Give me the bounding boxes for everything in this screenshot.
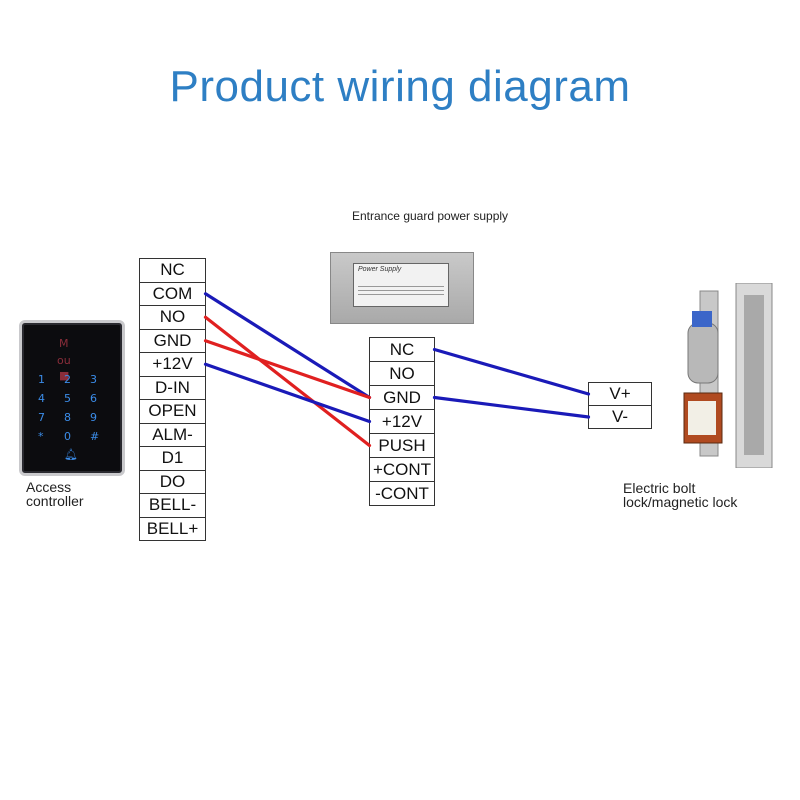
- power-supply-terminal-no: NO: [369, 361, 435, 386]
- access-controller-keypad: M ou ■ 1 2 3 4 5 6 7 8 9 * 0 # 🔔︎: [19, 320, 125, 476]
- controller-label-line1: Access: [26, 479, 72, 495]
- keypad-key: 4: [38, 392, 45, 405]
- power-supply-face-text: Power Supply: [358, 266, 402, 273]
- keypad-key: 8: [64, 411, 71, 424]
- controller-label: Access controller: [26, 480, 84, 508]
- controller-terminal-nc: NC: [139, 258, 206, 283]
- controller-terminal-d1: D1: [139, 446, 206, 471]
- keypad-mark: ou: [57, 354, 71, 367]
- controller-terminal-com: COM: [139, 281, 206, 306]
- power-supply-terminal-push: PUSH: [369, 433, 435, 458]
- keypad-key: 6: [90, 392, 97, 405]
- controller-terminal-open: OPEN: [139, 399, 206, 424]
- keypad-key: 2: [64, 373, 71, 386]
- power-supply-terminal-nc: NC: [369, 337, 435, 362]
- keypad-mark: M: [59, 337, 69, 350]
- power-supply-unit: Power Supply: [330, 252, 474, 324]
- controller-terminal-gnd: GND: [139, 328, 206, 353]
- keypad-key: 0: [64, 430, 71, 443]
- lock-terminal-vplus: V+: [588, 382, 652, 406]
- page-title: Product wiring diagram: [169, 62, 631, 111]
- lock-label: Electric bolt lock/magnetic lock: [623, 481, 737, 509]
- power-supply-face: Power Supply: [353, 263, 449, 307]
- wire-power-supply-gnd-to-lock-v: [432, 395, 591, 419]
- power-supply-label: Entrance guard power supply: [351, 209, 509, 223]
- keypad-key: 9: [90, 411, 97, 424]
- wire-controller-gnd-to-power-supply-gnd: [203, 339, 372, 400]
- wire-controller-plus-12v-to-power-supply-plus-12v: [203, 362, 372, 424]
- keypad-key: 3: [90, 373, 97, 386]
- keypad-key: *: [38, 430, 44, 443]
- wire-power-supply-nc-to-lock-vplus: [432, 347, 591, 396]
- controller-terminal-bell: BELL-: [139, 493, 206, 518]
- power-supply-terminal-gnd: GND: [369, 385, 435, 410]
- controller-label-line2: controller: [26, 493, 84, 509]
- lock-label-line2: lock/magnetic lock: [623, 494, 738, 510]
- controller-terminal-plus-12v: +12V: [139, 352, 206, 377]
- power-supply-terminal--cont: -CONT: [369, 481, 435, 506]
- lock-terminal-block: V+V-: [588, 382, 652, 429]
- keypad-key: #: [90, 430, 100, 443]
- keypad-mark: ■: [59, 369, 70, 382]
- wire-controller-no-to-power-supply-push: [203, 315, 372, 448]
- lock-label-line1: Electric bolt: [623, 480, 696, 496]
- keypad-key: 7: [38, 411, 45, 424]
- controller-terminal-no: NO: [139, 305, 206, 330]
- controller-terminal-alm: ALM-: [139, 422, 206, 447]
- wire-controller-com-to-power-supply-gnd: [203, 292, 372, 400]
- keypad-key: 1: [38, 373, 45, 386]
- power-supply-terminal-plus-cont: +CONT: [369, 457, 435, 482]
- controller-terminal-do: DO: [139, 469, 206, 494]
- bell-icon: 🔔︎: [64, 448, 78, 461]
- magnetic-lock-image: [683, 283, 773, 468]
- controller-terminal-d-in: D-IN: [139, 375, 206, 400]
- controller-terminal-bellplus: BELL+: [139, 516, 206, 541]
- keypad-key: 5: [64, 392, 71, 405]
